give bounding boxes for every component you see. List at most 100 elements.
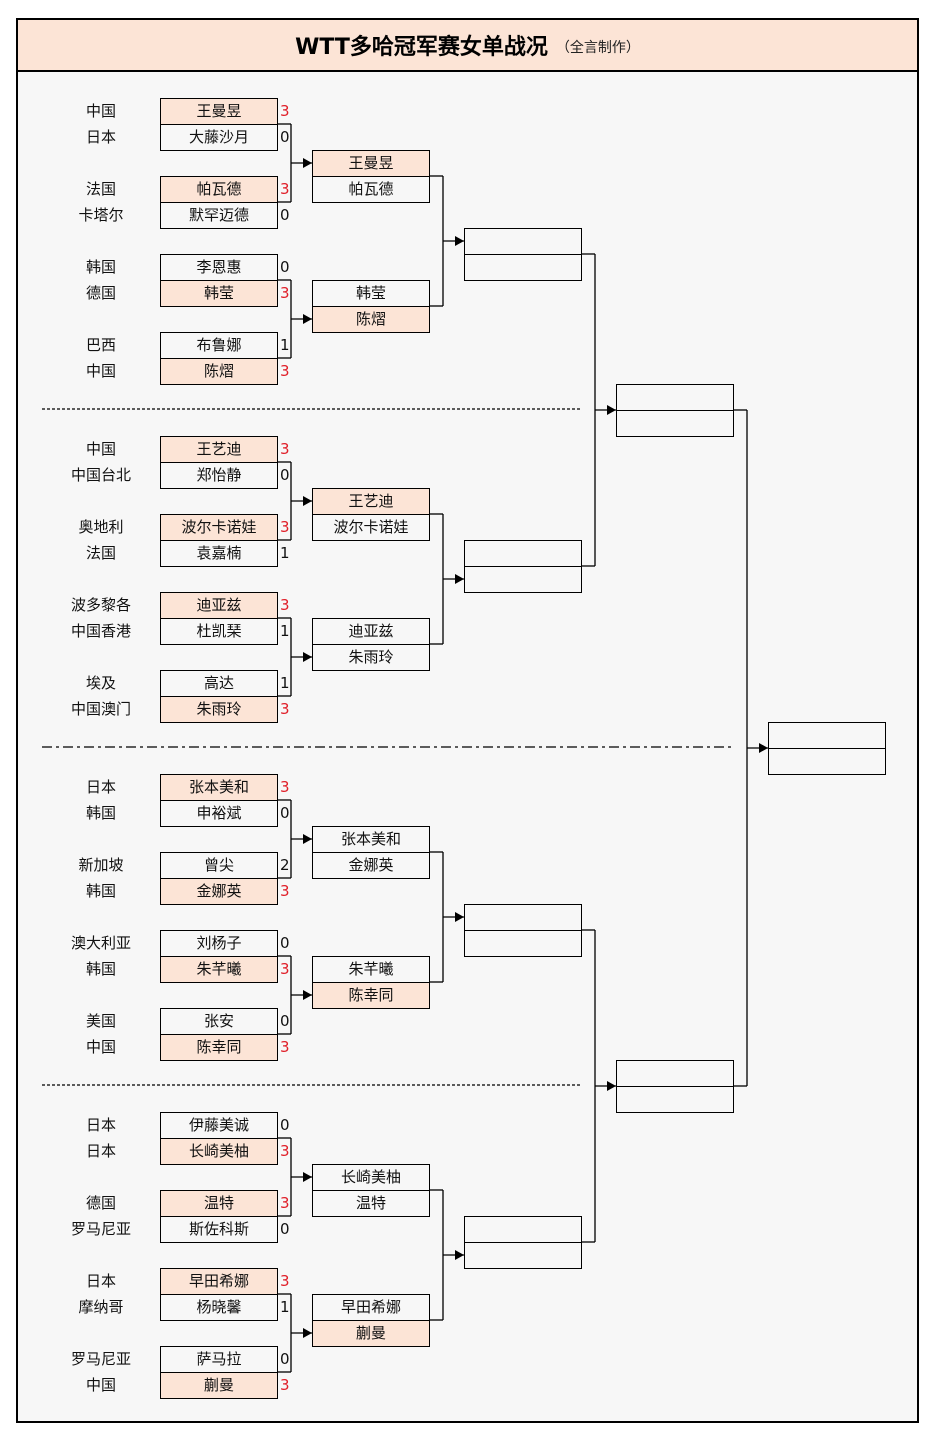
player-score: 3: [280, 778, 290, 796]
player-country: 日本: [85, 1116, 116, 1134]
player-score: 3: [280, 284, 290, 302]
player-score: 3: [280, 1194, 290, 1212]
player-country: 奥地利: [78, 518, 124, 536]
player-score: 3: [280, 596, 290, 614]
round2-player-cell: 陈熠: [312, 306, 430, 333]
player-score: 1: [280, 622, 290, 640]
player-score: 3: [280, 882, 290, 900]
player-country: 美国: [85, 1012, 116, 1030]
player-country: 中国: [85, 102, 116, 120]
player-country: 中国澳门: [70, 700, 131, 718]
player-score: 1: [280, 544, 290, 562]
player-score: 3: [280, 700, 290, 718]
quarterfinal-player-cell: [464, 904, 582, 931]
player-name-cell: 高达: [160, 670, 278, 697]
player-country: 法国: [85, 544, 116, 562]
semifinal-player-cell: [616, 1060, 734, 1087]
player-country: 日本: [85, 778, 116, 796]
player-name-cell: 陈熠: [160, 358, 278, 385]
round2-player-cell: 朱雨玲: [312, 644, 430, 671]
player-name-cell: 长崎美柚: [160, 1138, 278, 1165]
player-country: 中国: [85, 362, 116, 380]
player-country: 卡塔尔: [78, 206, 124, 224]
player-score: 0: [280, 258, 290, 276]
player-score: 3: [280, 518, 290, 536]
player-name-cell: 伊藤美诚: [160, 1112, 278, 1139]
player-name-cell: 布鲁娜: [160, 332, 278, 359]
round2-player-cell: 金娜英: [312, 852, 430, 879]
player-name-cell: 默罕迈德: [160, 202, 278, 229]
player-country: 新加坡: [78, 856, 124, 874]
player-score: 0: [280, 804, 290, 822]
player-name-cell: 朱芊曦: [160, 956, 278, 983]
player-country: 摩纳哥: [78, 1298, 124, 1316]
player-name-cell: 朱雨玲: [160, 696, 278, 723]
player-name-cell: 刘杨子: [160, 930, 278, 957]
player-name-cell: 温特: [160, 1190, 278, 1217]
quarterfinal-player-cell: [464, 540, 582, 567]
player-score: 1: [280, 674, 290, 692]
player-score: 3: [280, 1038, 290, 1056]
round2-player-cell: 张本美和: [312, 826, 430, 853]
player-country: 中国台北: [70, 466, 131, 484]
player-score: 3: [280, 1376, 290, 1394]
round2-player-cell: 温特: [312, 1190, 430, 1217]
quarterfinal-player-cell: [464, 1242, 582, 1269]
player-score: 0: [280, 466, 290, 484]
player-country: 韩国: [85, 258, 116, 276]
page-title: WTT多哈冠军赛女单战况: [295, 35, 548, 60]
player-name-cell: 杜凯琹: [160, 618, 278, 645]
player-country: 中国: [85, 1038, 116, 1056]
final-player-cell: [768, 748, 886, 775]
player-score: 0: [280, 934, 290, 952]
player-name-cell: 韩莹: [160, 280, 278, 307]
player-score: 2: [280, 856, 290, 874]
round2-player-cell: 早田希娜: [312, 1294, 430, 1321]
quarterfinal-player-cell: [464, 1216, 582, 1243]
player-name-cell: 郑怡静: [160, 462, 278, 489]
player-country: 巴西: [85, 336, 116, 354]
player-country: 德国: [85, 284, 116, 302]
header-band: WTT多哈冠军赛女单战况 （全言制作）: [18, 20, 917, 72]
player-score: 3: [280, 1142, 290, 1160]
round2-player-cell: 王曼昱: [312, 150, 430, 177]
player-country: 中国: [85, 440, 116, 458]
player-score: 1: [280, 336, 290, 354]
semifinal-player-cell: [616, 1086, 734, 1113]
player-score: 3: [280, 960, 290, 978]
player-country: 日本: [85, 1272, 116, 1290]
round2-player-cell: 王艺迪: [312, 488, 430, 515]
player-name-cell: 王艺迪: [160, 436, 278, 463]
player-country: 中国: [85, 1376, 116, 1394]
player-name-cell: 波尔卡诺娃: [160, 514, 278, 541]
player-name-cell: 蒯曼: [160, 1372, 278, 1399]
semifinal-player-cell: [616, 410, 734, 437]
player-country: 德国: [85, 1194, 116, 1212]
player-name-cell: 萨马拉: [160, 1346, 278, 1373]
player-name-cell: 王曼昱: [160, 98, 278, 125]
semifinal-player-cell: [616, 384, 734, 411]
quarterfinal-player-cell: [464, 228, 582, 255]
player-score: 3: [280, 440, 290, 458]
player-name-cell: 申裕斌: [160, 800, 278, 827]
player-country: 澳大利亚: [70, 934, 131, 952]
player-score: 0: [280, 1012, 290, 1030]
quarterfinal-player-cell: [464, 254, 582, 281]
player-country: 韩国: [85, 882, 116, 900]
player-name-cell: 金娜英: [160, 878, 278, 905]
player-name-cell: 大藤沙月: [160, 124, 278, 151]
player-name-cell: 张本美和: [160, 774, 278, 801]
player-country: 埃及: [85, 674, 116, 692]
player-name-cell: 袁嘉楠: [160, 540, 278, 567]
player-name-cell: 李恩惠: [160, 254, 278, 281]
player-name-cell: 帕瓦德: [160, 176, 278, 203]
final-player-cell: [768, 722, 886, 749]
player-score: 0: [280, 1116, 290, 1134]
player-name-cell: 张安: [160, 1008, 278, 1035]
round2-player-cell: 长崎美柚: [312, 1164, 430, 1191]
player-country: 日本: [85, 1142, 116, 1160]
player-score: 3: [280, 180, 290, 198]
player-country: 中国香港: [70, 622, 131, 640]
round2-player-cell: 迪亚兹: [312, 618, 430, 645]
player-score: 3: [280, 102, 290, 120]
